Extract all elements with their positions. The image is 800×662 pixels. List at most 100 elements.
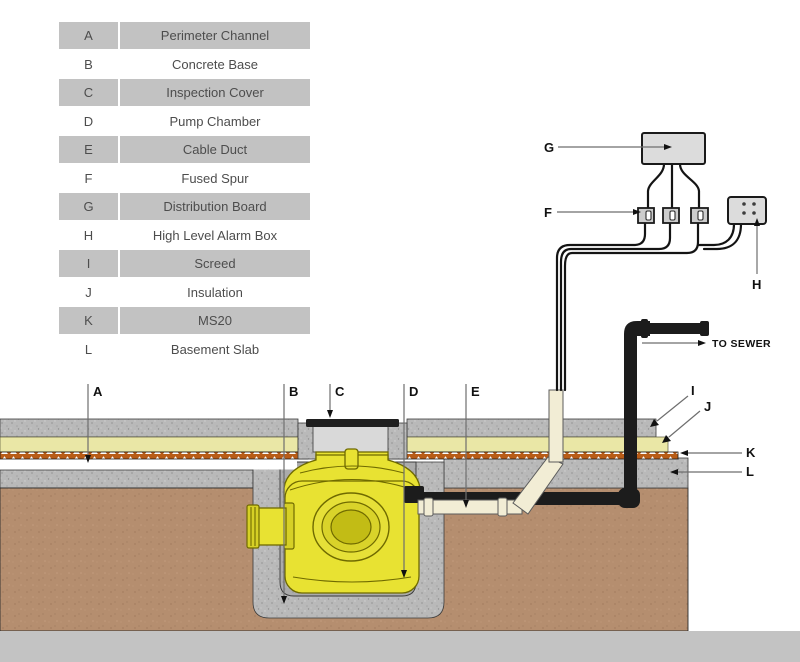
arrow-h — [754, 218, 760, 226]
callout-k: K — [746, 445, 756, 460]
legend-label: Perimeter Channel — [120, 22, 310, 49]
duct-coupling — [497, 497, 508, 517]
pump-port-inner — [330, 509, 372, 545]
duct-coupling — [423, 497, 434, 517]
legend-key: G — [59, 193, 118, 220]
ms20-membrane — [0, 451, 309, 460]
screed-layer — [0, 418, 299, 438]
legend-label: Concrete Base — [120, 50, 310, 78]
perimeter-channel-gap — [0, 459, 297, 470]
arrow-a — [85, 455, 91, 463]
riser-pipe — [624, 336, 637, 494]
alarm-dot — [752, 211, 756, 215]
legend-label: High Level Alarm Box — [120, 221, 310, 249]
screed-layer — [406, 418, 657, 438]
pump-base-rim — [292, 576, 412, 583]
arrow-to-sewer — [698, 340, 706, 346]
legend-label: Inspection Cover — [120, 79, 310, 106]
cable-duct — [417, 389, 564, 517]
fused-spur-3 — [690, 207, 709, 224]
inspection-cover-assembly — [297, 419, 408, 460]
callout-c: C — [335, 384, 345, 399]
spur-slot — [645, 210, 652, 221]
alarm-dot — [742, 211, 746, 215]
floor-layers-right — [406, 418, 689, 489]
discharge-valve — [404, 486, 424, 503]
legend-key: L — [59, 335, 118, 363]
callout-e: E — [471, 384, 480, 399]
footer-band — [0, 631, 800, 662]
callout-f: F — [544, 205, 552, 220]
spur-slot — [697, 210, 704, 221]
callout-d: D — [409, 384, 418, 399]
legend-key: D — [59, 107, 118, 135]
to-sewer-label: TO SEWER — [712, 338, 771, 350]
legend-key: J — [59, 278, 118, 306]
legend-label: Basement Slab — [120, 335, 310, 363]
alarm-box — [727, 196, 767, 225]
pump-contour — [289, 478, 415, 491]
legend-key: C — [59, 79, 118, 106]
arrow-l — [670, 469, 678, 475]
legend-label: Pump Chamber — [120, 107, 310, 135]
alarm-dot — [752, 202, 756, 206]
callouts: A B C D E G F — [85, 140, 771, 604]
pump-top-tab — [344, 448, 359, 470]
legend-key: B — [59, 50, 118, 78]
spur-slot — [669, 210, 676, 221]
legend-key: E — [59, 136, 118, 163]
arrow-e — [463, 500, 469, 508]
callout-b: B — [289, 384, 298, 399]
legend-label: MS20 — [120, 307, 310, 334]
cover-frame — [312, 425, 389, 453]
inlet-pipe — [255, 507, 287, 546]
arrow-c — [327, 410, 333, 418]
legend-label: Screed — [120, 250, 310, 277]
legend-key: A — [59, 22, 118, 49]
pipe-end-cap — [700, 321, 709, 336]
inlet-cap — [246, 504, 260, 549]
legend-label: Distribution Board — [120, 193, 310, 220]
legend-key: H — [59, 221, 118, 249]
arrow-d — [401, 570, 407, 578]
legend-key: K — [59, 307, 118, 334]
legend-key: F — [59, 164, 118, 192]
alarm-dot — [742, 202, 746, 206]
cables — [555, 162, 743, 392]
fused-spur-1 — [637, 207, 655, 224]
arrow-b — [281, 596, 287, 604]
high-level-alarm-box — [727, 196, 767, 225]
arrow-i — [650, 419, 659, 427]
arrow-j — [662, 435, 671, 443]
arrow-k — [680, 450, 688, 456]
sewer-outlet-pipe — [646, 323, 702, 334]
fused-spur-2 — [662, 207, 680, 224]
legend-key: I — [59, 250, 118, 277]
callout-i: I — [691, 383, 695, 398]
legend-label: Fused Spur — [120, 164, 310, 192]
callout-j: J — [704, 399, 711, 414]
basement-slab — [443, 457, 689, 489]
callout-h: H — [752, 277, 761, 292]
basement-slab — [0, 469, 254, 489]
inspection-cover-lid — [306, 419, 399, 427]
legend-label: Insulation — [120, 278, 310, 306]
legend-label: Cable Duct — [120, 136, 310, 163]
pump-contour — [299, 465, 405, 474]
insulation-layer — [0, 436, 299, 453]
arrow-g — [664, 144, 672, 150]
distribution-board — [641, 132, 706, 165]
